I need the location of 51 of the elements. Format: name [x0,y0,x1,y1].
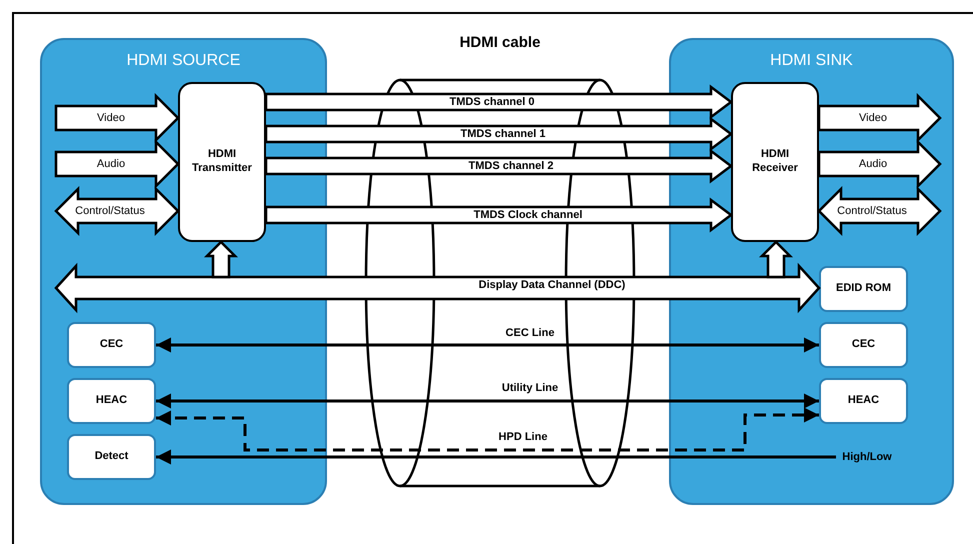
block-arrow [264,148,734,184]
detect-box [67,434,156,480]
edge-label: Control/Status [836,205,908,217]
arrow [156,450,836,464]
transmitter-box [178,82,266,242]
cec-box [67,322,156,368]
box-label: HDMI Receiver [751,148,799,176]
block-arrow [54,262,821,314]
edge-label: CEC Line [504,327,556,339]
block-arrow [204,240,238,278]
block-arrow [818,92,942,144]
edge-label: Control/Status [74,205,146,217]
dashed-arrow [156,408,819,452]
edge-label: Audio [96,158,126,170]
box-label: EDID ROM [836,282,891,296]
edge-label: TMDS Clock channel [472,209,584,221]
edge-label: HPD Line [496,431,550,443]
edge-label: Utility Line [500,382,560,394]
block-arrow [54,92,180,144]
block-arrow [54,138,180,190]
box-label: Detect [94,450,128,464]
receiver-box [731,82,819,242]
edid-rom-box [819,266,908,312]
block-arrow [264,116,734,152]
box-label: HEAC [848,394,880,408]
edge-label: TMDS channel 1 [460,128,546,140]
block-arrow [817,186,942,236]
edge-label: Audio [858,158,888,170]
arrow [156,338,819,352]
cec-box [819,322,908,368]
block-arrow [818,138,942,190]
signal-label: High/Low [842,451,892,463]
box-label: HDMI Transmitter [191,148,253,176]
edge-label: Video [858,112,888,124]
box-label: HEAC [96,394,128,408]
edge-label: Video [96,112,126,124]
panel-heading: HDMI SINK [769,52,854,70]
panel-heading: HDMI SOURCE [126,52,242,70]
heac-box [67,378,156,424]
arrow [156,394,819,408]
edge-label: TMDS channel 0 [448,96,536,108]
edge-label: Display Data Channel (DDC) [478,279,626,291]
box-label: CEC [852,338,876,352]
block-arrow [264,198,734,232]
heac-box [819,378,908,424]
block-arrow [264,84,734,120]
block-arrow [758,240,794,278]
cable-heading: HDMI cable [458,34,542,51]
edge-label: TMDS channel 2 [468,160,554,172]
box-label: CEC [100,338,124,352]
block-arrow [54,186,180,236]
